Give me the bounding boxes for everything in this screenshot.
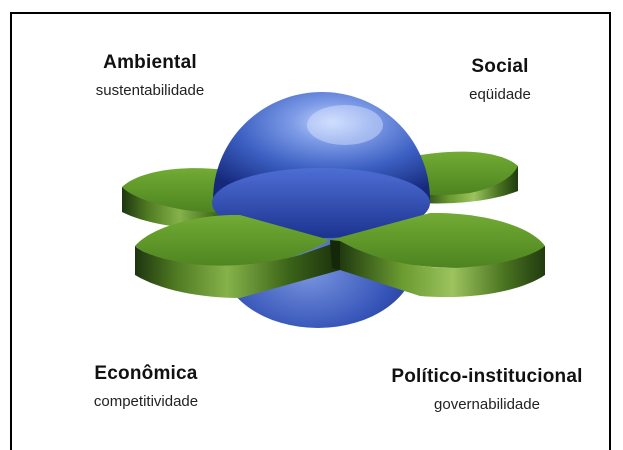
label-economica: Econômica competitividade <box>62 363 230 410</box>
sphere-highlight <box>307 105 383 145</box>
petal-center-seam <box>330 240 340 270</box>
petal-front-left-side <box>135 241 340 298</box>
label-social: Social eqüidade <box>430 56 570 103</box>
label-title: Ambiental <box>103 52 197 73</box>
label-subtitle: governabilidade <box>434 396 540 413</box>
sphere-rim <box>212 168 430 238</box>
petal-front-left-top <box>135 214 330 268</box>
label-politico-institucional: Político-institucional governabilidade <box>372 366 602 413</box>
petal-front-right-top <box>330 212 545 268</box>
label-subtitle: sustentabilidade <box>95 82 205 99</box>
label-subtitle: eqüidade <box>469 86 531 103</box>
petal-front-right-side <box>340 241 545 298</box>
label-title: Social <box>471 56 529 77</box>
label-title: Político-institucional <box>391 366 583 387</box>
label-subtitle: competitividade <box>93 393 199 410</box>
label-title: Econômica <box>94 363 198 384</box>
label-ambiental: Ambiental sustentabilidade <box>80 52 220 99</box>
